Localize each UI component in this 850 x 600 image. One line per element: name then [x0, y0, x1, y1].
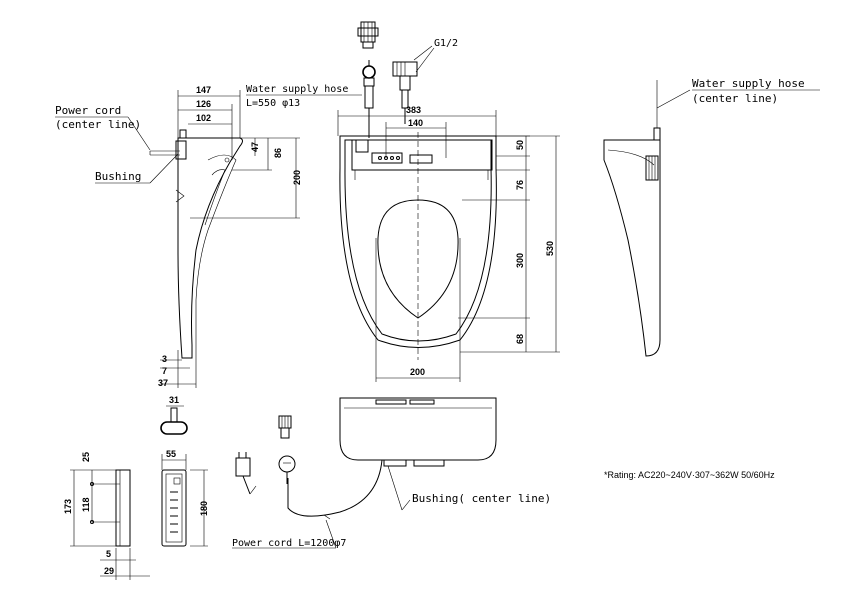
- dim-5: 5: [106, 549, 111, 559]
- dim-55: 55: [166, 449, 176, 459]
- dim-118: 118: [81, 497, 91, 512]
- dim-3: 3: [162, 354, 167, 364]
- label-water-supply-hose-1: Water supply hose: [246, 84, 348, 95]
- dim-383: 383: [406, 105, 421, 115]
- label-power-cord-length: Power cord L=1200φ7: [232, 538, 346, 549]
- label-center-line-2: (center line): [692, 92, 778, 105]
- dim-102: 102: [196, 113, 211, 123]
- label-hose-length: L=550 φ13: [246, 98, 300, 109]
- dim-147: 147: [196, 85, 211, 95]
- front-view: Bushing( center line): [287, 397, 551, 520]
- label-bushing-center-line: Bushing( center line): [412, 492, 551, 505]
- dim-86: 86: [273, 148, 283, 158]
- bushing-plug: 31: [160, 395, 188, 435]
- dim-126: 126: [196, 99, 211, 109]
- label-bushing: Bushing: [95, 170, 141, 183]
- rating-text: *Rating: AC220~240V·307~362W 50/60Hz: [604, 470, 775, 480]
- dim-25: 25: [81, 452, 91, 462]
- top-dimensions: 383 140 50 76 300 68 530 200: [337, 105, 560, 382]
- dim-76: 76: [515, 180, 525, 190]
- water-fittings: G1/2: [357, 21, 458, 138]
- dim-68: 68: [515, 334, 525, 344]
- dim-7: 7: [162, 366, 167, 376]
- remote-side-view: 25 173 118 5 29: [63, 452, 150, 580]
- side-view-right: Water supply hose (center line): [603, 77, 820, 357]
- dim-50: 50: [515, 140, 525, 150]
- side-view-left: [149, 129, 243, 359]
- dim-47: 47: [250, 142, 260, 152]
- label-g12: G1/2: [434, 38, 458, 49]
- top-view-seat: [339, 132, 497, 360]
- plug-connectors: [235, 415, 296, 495]
- dim-29: 29: [104, 566, 114, 576]
- dim-200-side: 200: [292, 170, 302, 185]
- dim-180: 180: [199, 501, 209, 516]
- label-water-supply-hose-2: Water supply hose: [692, 77, 805, 90]
- side-dimensions: 147 126 102 47 86 200 3 7 37: [158, 85, 302, 388]
- dim-173: 173: [63, 499, 73, 514]
- remote-front-view: 55 180: [161, 449, 209, 547]
- dim-140: 140: [408, 118, 423, 128]
- dim-37: 37: [158, 378, 168, 388]
- dim-300: 300: [515, 253, 525, 268]
- label-power-cord: Power cord: [55, 104, 121, 117]
- label-center-line-1: (center line): [55, 118, 141, 131]
- dim-31: 31: [169, 395, 179, 405]
- dim-200-bottom: 200: [410, 367, 425, 377]
- dim-530: 530: [545, 241, 555, 256]
